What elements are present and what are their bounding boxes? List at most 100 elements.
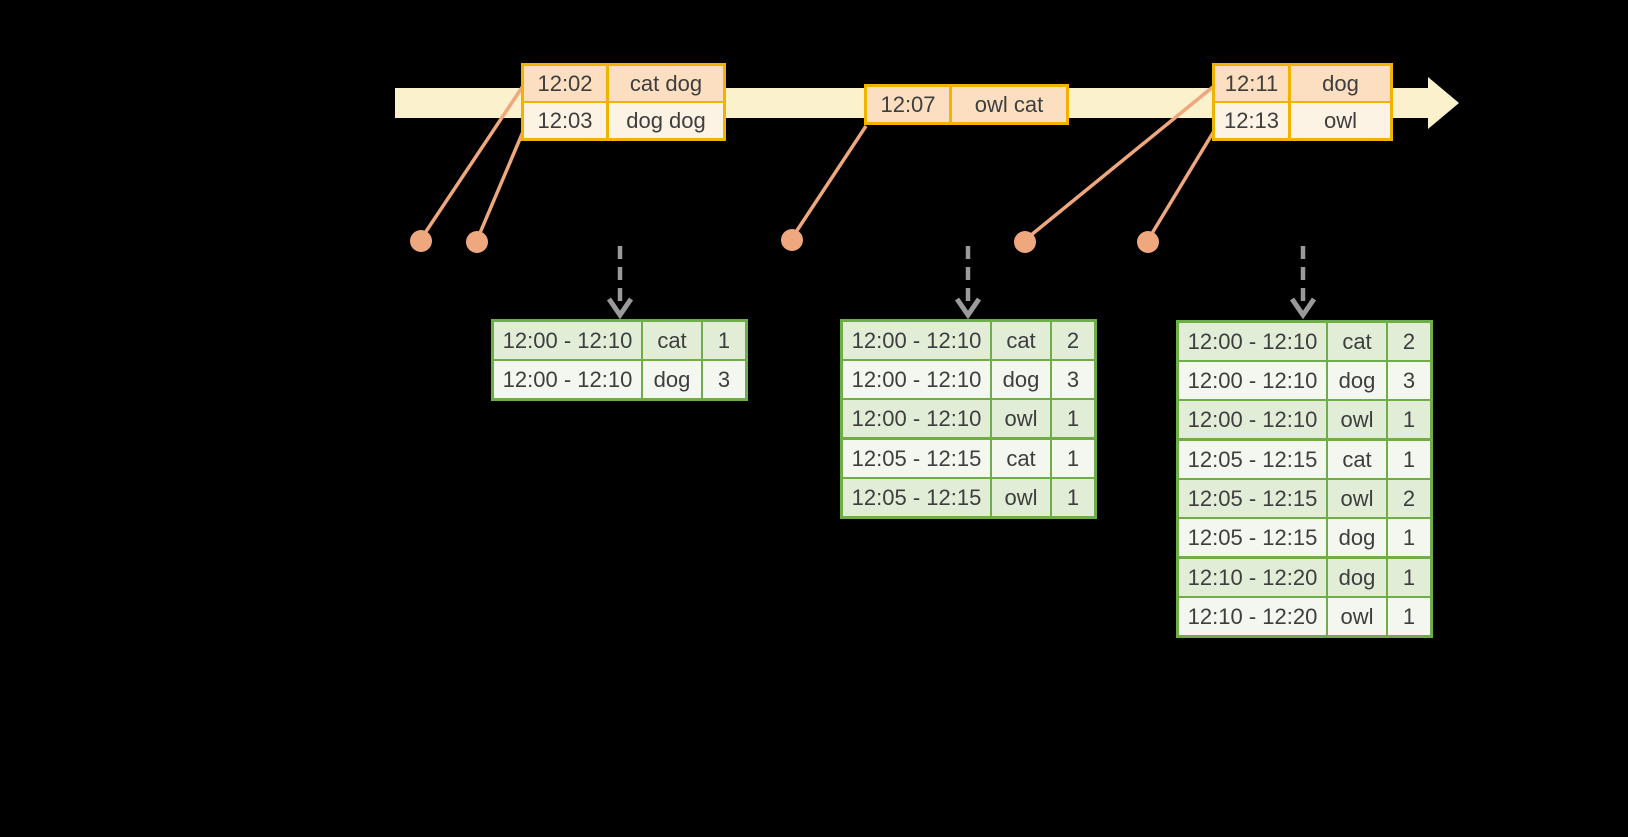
event-row: 12:02 cat dog: [524, 66, 723, 101]
timeline-arrowhead-icon: [1428, 77, 1459, 129]
window-range: 12:10 - 12:20: [1179, 598, 1326, 635]
result-row: 12:05 - 12:15 owl 2: [1179, 480, 1430, 517]
count: 1: [1388, 401, 1430, 438]
result-table-2: 12:00 - 12:10 cat 2 12:00 - 12:10 dog 3 …: [840, 319, 1097, 519]
result-row: 12:00 - 12:10 cat 2: [843, 322, 1094, 359]
result-row: 12:00 - 12:10 cat 2: [1179, 323, 1430, 360]
word: cat: [992, 322, 1050, 359]
count: 1: [1052, 479, 1094, 516]
count: 1: [1388, 559, 1430, 596]
event-connector: [1146, 130, 1216, 241]
trigger-arrow-icon: [954, 246, 982, 320]
window-range: 12:00 - 12:10: [843, 400, 990, 437]
word: dog: [1328, 362, 1386, 399]
window-group: 12:05 - 12:15 cat 1 12:05 - 12:15 owl 1: [843, 440, 1094, 516]
result-row: 12:00 - 12:10 dog 3: [843, 361, 1094, 398]
count: 1: [1388, 519, 1430, 556]
window-range: 12:00 - 12:10: [1179, 362, 1326, 399]
word: owl: [1328, 598, 1386, 635]
word: owl: [992, 479, 1050, 516]
trigger-arrow-icon: [606, 246, 634, 320]
event-row: 12:07 owl cat: [867, 87, 1066, 122]
count: 1: [1052, 400, 1094, 437]
window-group: 12:10 - 12:20 dog 1 12:10 - 12:20 owl 1: [1179, 559, 1430, 635]
word: cat: [643, 322, 701, 359]
event-dot-icon: [1014, 231, 1036, 253]
window-range: 12:05 - 12:15: [1179, 441, 1326, 478]
count: 1: [1388, 598, 1430, 635]
count: 2: [1388, 323, 1430, 360]
result-row: 12:05 - 12:15 dog 1: [1179, 519, 1430, 556]
word: dog: [643, 361, 701, 398]
window-group: 12:00 - 12:10 cat 1 12:00 - 12:10 dog 3: [494, 322, 745, 398]
word: dog: [1328, 519, 1386, 556]
count: 3: [1052, 361, 1094, 398]
event-time: 12:02: [524, 66, 606, 101]
event-dot-icon: [1137, 231, 1159, 253]
word: cat: [1328, 323, 1386, 360]
window-range: 12:00 - 12:10: [843, 322, 990, 359]
event-connector: [1023, 84, 1216, 242]
window-range: 12:00 - 12:10: [843, 361, 990, 398]
result-row: 12:00 - 12:10 dog 3: [494, 361, 745, 398]
window-range: 12:00 - 12:10: [494, 361, 641, 398]
event-table-2: 12:07 owl cat: [864, 84, 1069, 125]
result-row: 12:00 - 12:10 cat 1: [494, 322, 745, 359]
window-range: 12:00 - 12:10: [1179, 323, 1326, 360]
event-connector: [475, 126, 527, 241]
word: dog: [992, 361, 1050, 398]
word: owl: [992, 400, 1050, 437]
count: 2: [1052, 322, 1094, 359]
event-words: owl cat: [952, 87, 1066, 122]
count: 3: [703, 361, 745, 398]
result-table-1: 12:00 - 12:10 cat 1 12:00 - 12:10 dog 3: [491, 319, 748, 401]
event-dot-icon: [410, 230, 432, 252]
event-table-1: 12:02 cat dog 12:03 dog dog: [521, 63, 726, 141]
event-dot-icon: [781, 229, 803, 251]
result-row: 12:00 - 12:10 owl 1: [1179, 401, 1430, 438]
event-dot-icon: [466, 231, 488, 253]
count: 1: [1052, 440, 1094, 477]
window-range: 12:00 - 12:10: [494, 322, 641, 359]
result-table-3: 12:00 - 12:10 cat 2 12:00 - 12:10 dog 3 …: [1176, 320, 1433, 638]
event-words: owl: [1291, 103, 1390, 138]
result-row: 12:05 - 12:15 owl 1: [843, 479, 1094, 516]
word: owl: [1328, 401, 1386, 438]
word: owl: [1328, 480, 1386, 517]
result-row: 12:10 - 12:20 owl 1: [1179, 598, 1430, 635]
word: dog: [1328, 559, 1386, 596]
event-words: dog dog: [609, 103, 723, 138]
event-time: 12:07: [867, 87, 949, 122]
window-range: 12:05 - 12:15: [1179, 480, 1326, 517]
count: 3: [1388, 362, 1430, 399]
event-connector: [419, 85, 525, 240]
event-row: 12:11 dog: [1215, 66, 1390, 101]
window-range: 12:05 - 12:15: [1179, 519, 1326, 556]
window-range: 12:05 - 12:15: [843, 479, 990, 516]
window-group: 12:00 - 12:10 cat 2 12:00 - 12:10 dog 3 …: [843, 322, 1094, 437]
count: 2: [1388, 480, 1430, 517]
window-range: 12:05 - 12:15: [843, 440, 990, 477]
event-words: cat dog: [609, 66, 723, 101]
window-range: 12:00 - 12:10: [1179, 401, 1326, 438]
window-range: 12:10 - 12:20: [1179, 559, 1326, 596]
result-row: 12:00 - 12:10 owl 1: [843, 400, 1094, 437]
event-row: 12:03 dog dog: [524, 103, 723, 138]
count: 1: [1388, 441, 1430, 478]
event-table-3: 12:11 dog 12:13 owl: [1212, 63, 1393, 141]
word: cat: [1328, 441, 1386, 478]
result-row: 12:05 - 12:15 cat 1: [843, 440, 1094, 477]
trigger-arrow-icon: [1289, 246, 1317, 320]
result-row: 12:10 - 12:20 dog 1: [1179, 559, 1430, 596]
event-words: dog: [1291, 66, 1390, 101]
event-time: 12:11: [1215, 66, 1288, 101]
event-time: 12:13: [1215, 103, 1288, 138]
event-connector: [790, 125, 868, 239]
count: 1: [703, 322, 745, 359]
word: cat: [992, 440, 1050, 477]
event-row: 12:13 owl: [1215, 103, 1390, 138]
window-group: 12:05 - 12:15 cat 1 12:05 - 12:15 owl 2 …: [1179, 441, 1430, 556]
result-row: 12:05 - 12:15 cat 1: [1179, 441, 1430, 478]
event-time: 12:03: [524, 103, 606, 138]
